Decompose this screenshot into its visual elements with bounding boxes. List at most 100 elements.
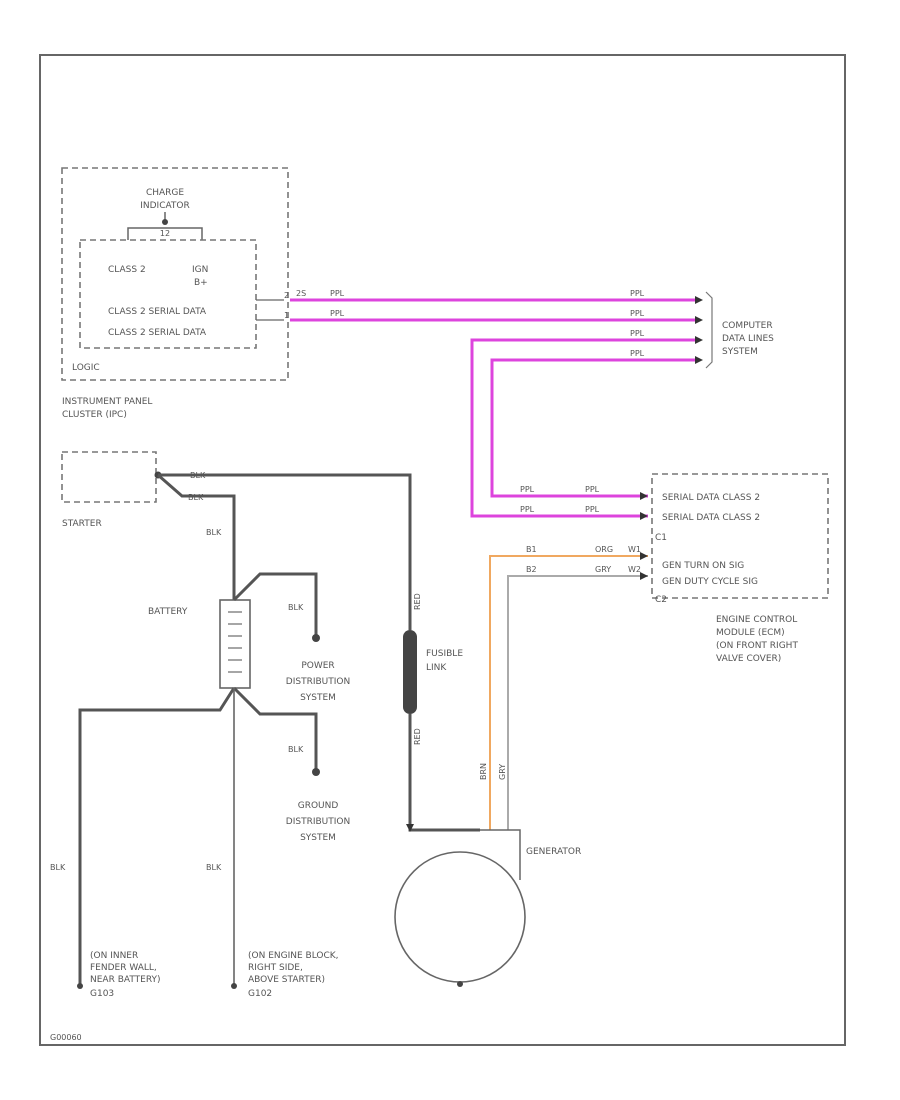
wire-label-blk-4: BLK: [288, 603, 304, 612]
ecm-module: SERIAL DATA CLASS 2 SERIAL DATA CLASS 2 …: [651, 473, 829, 605]
ipc-pin-b: 1: [284, 311, 289, 320]
ground-dist-terminal: [312, 768, 320, 776]
generator: [394, 829, 526, 987]
ipc-class2-label: CLASS 2: [108, 265, 146, 275]
g102-ground-icon: [231, 983, 237, 989]
ipc-bplus-label: B+: [194, 278, 208, 288]
generator-signal-wires: ORG GRY BRN GRY W1 W2 B1 B2: [479, 545, 648, 830]
starter-to-fusible-wire: [158, 473, 412, 630]
wire-label-blk-5: BLK: [288, 745, 304, 754]
indicator-lamp-icon: [162, 219, 168, 225]
ecm-connector-c2: C2: [655, 595, 667, 605]
computer-data-label-3: SYSTEM: [722, 347, 758, 357]
ecm-pin-2: W2: [628, 565, 641, 574]
wire-label-gry: GRY: [595, 565, 611, 574]
computer-data-label-1: COMPUTER: [722, 321, 773, 331]
ecm-serial-data-1: SERIAL DATA CLASS 2: [662, 493, 760, 503]
wire-label-blk-1: BLK: [190, 471, 206, 480]
wire-label-blk-2: BLK: [188, 493, 204, 502]
ground-dist-label-3: SYSTEM: [300, 833, 336, 843]
arrow-icon: [695, 316, 703, 324]
ecm-title-1: ENGINE CONTROL: [716, 615, 797, 625]
wire-label-red-2: RED: [413, 728, 422, 745]
arrow-icon: [640, 492, 648, 500]
ecm-title-3: (ON FRONT RIGHT: [716, 641, 798, 651]
charge-indicator-label-2: INDICATOR: [140, 201, 190, 211]
wire-label-blk-3: BLK: [206, 528, 222, 537]
starter-label: STARTER: [62, 519, 102, 529]
fusible-link: [403, 630, 417, 714]
diagram-frame: [39, 54, 846, 1046]
battery-to-ground-dist-wire: [232, 686, 318, 770]
ecm-pin-1: W1: [628, 545, 641, 554]
ipc-module: CHARGE INDICATOR 12 CLASS 2 IGN B+ CLASS…: [61, 167, 289, 381]
arrow-icon: [695, 336, 703, 344]
starter-box: [61, 451, 157, 503]
computer-data-label-2: DATA LINES: [722, 334, 774, 344]
wire-label-ppl-1: PPL: [330, 289, 345, 298]
wire-label-blk-7: BLK: [206, 863, 222, 872]
indicator-bracket: [127, 227, 203, 240]
ecm-pin-3: B1: [526, 545, 537, 554]
arrow-icon: [406, 824, 414, 832]
wire-label-ppl-top: 2S: [296, 289, 306, 298]
ipc-serial-data-1: CLASS 2 SERIAL DATA: [108, 307, 207, 317]
ipc-title-1: INSTRUMENT PANEL: [62, 397, 152, 407]
wire-label-ppl-2: PPL: [330, 309, 345, 318]
class2-data-wires: 2S PPL PPL PPL PPL PPL PPL PPL PPL PPL P…: [290, 289, 703, 520]
ground-left-3: NEAR BATTERY): [90, 975, 161, 985]
power-dist-terminal: [312, 634, 320, 642]
wire-label-ppl-8: PPL: [585, 505, 600, 514]
ground-right-3: ABOVE STARTER): [248, 975, 325, 985]
power-dist-label-1: POWER: [301, 661, 334, 671]
ipc-serial-data-2: CLASS 2 SERIAL DATA: [108, 328, 207, 338]
battery: [219, 599, 251, 689]
wire-label-ppl-5: PPL: [630, 329, 645, 338]
wire-label-blk-6: BLK: [50, 863, 66, 872]
indicator-pin: 12: [160, 229, 170, 238]
starter-to-battery-wire: [157, 473, 236, 600]
battery-to-power-dist-wire: [232, 572, 318, 636]
ecm-serial-data-2: SERIAL DATA CLASS 2: [662, 513, 760, 523]
arrow-icon: [640, 572, 648, 580]
ground-right-2: RIGHT SIDE,: [248, 963, 303, 973]
ipc-title-2: CLUSTER (IPC): [62, 410, 127, 420]
wire-label-org: ORG: [595, 545, 613, 554]
ecm-connector-c1: C1: [655, 533, 667, 543]
generator-label: GENERATOR: [526, 847, 581, 857]
fusible-link-label-2: LINK: [426, 663, 447, 673]
charge-indicator-label-1: CHARGE: [146, 188, 184, 198]
ecm-title-2: MODULE (ECM): [716, 628, 785, 638]
wire-label-brn: BRN: [479, 763, 488, 780]
power-dist-label-2: DISTRIBUTION: [286, 677, 350, 687]
wire-label-gry-vert: GRY: [498, 764, 507, 780]
ground-left-1: (ON INNER: [90, 951, 138, 961]
wire-label-ppl-10: PPL: [520, 505, 535, 514]
wire-label-ppl-9: PPL: [520, 485, 535, 494]
arrow-icon: [695, 296, 703, 304]
wire-label-ppl-4: PPL: [630, 309, 645, 318]
ground-left-2: FENDER WALL,: [90, 963, 157, 973]
diagram-code: G00060: [50, 1033, 82, 1042]
wire-label-ppl-7: PPL: [585, 485, 600, 494]
ground-right-1: (ON ENGINE BLOCK,: [248, 951, 339, 961]
ground-left-4: G103: [90, 989, 114, 999]
ground-right-4: G102: [248, 989, 272, 999]
power-dist-label-3: SYSTEM: [300, 693, 336, 703]
wire-label-red-1: RED: [413, 593, 422, 610]
ground-dist-label-2: DISTRIBUTION: [286, 817, 350, 827]
g103-ground-icon: [77, 983, 83, 989]
ground-dist-label-1: GROUND: [298, 801, 339, 811]
ecm-pin-4: B2: [526, 565, 537, 574]
ipc-logic-label: LOGIC: [72, 363, 100, 373]
arrow-icon: [640, 552, 648, 560]
ecm-gen-turn-on: GEN TURN ON SIG: [662, 561, 744, 571]
battery-to-g103-wire: [78, 687, 236, 984]
wire-label-ppl-6: PPL: [630, 349, 645, 358]
fusible-link-label-1: FUSIBLE: [426, 649, 463, 659]
arrow-icon: [695, 356, 703, 364]
ecm-gen-duty: GEN DUTY CYCLE SIG: [662, 577, 758, 587]
battery-label: BATTERY: [148, 607, 188, 617]
computer-data-bracket: [705, 291, 713, 369]
